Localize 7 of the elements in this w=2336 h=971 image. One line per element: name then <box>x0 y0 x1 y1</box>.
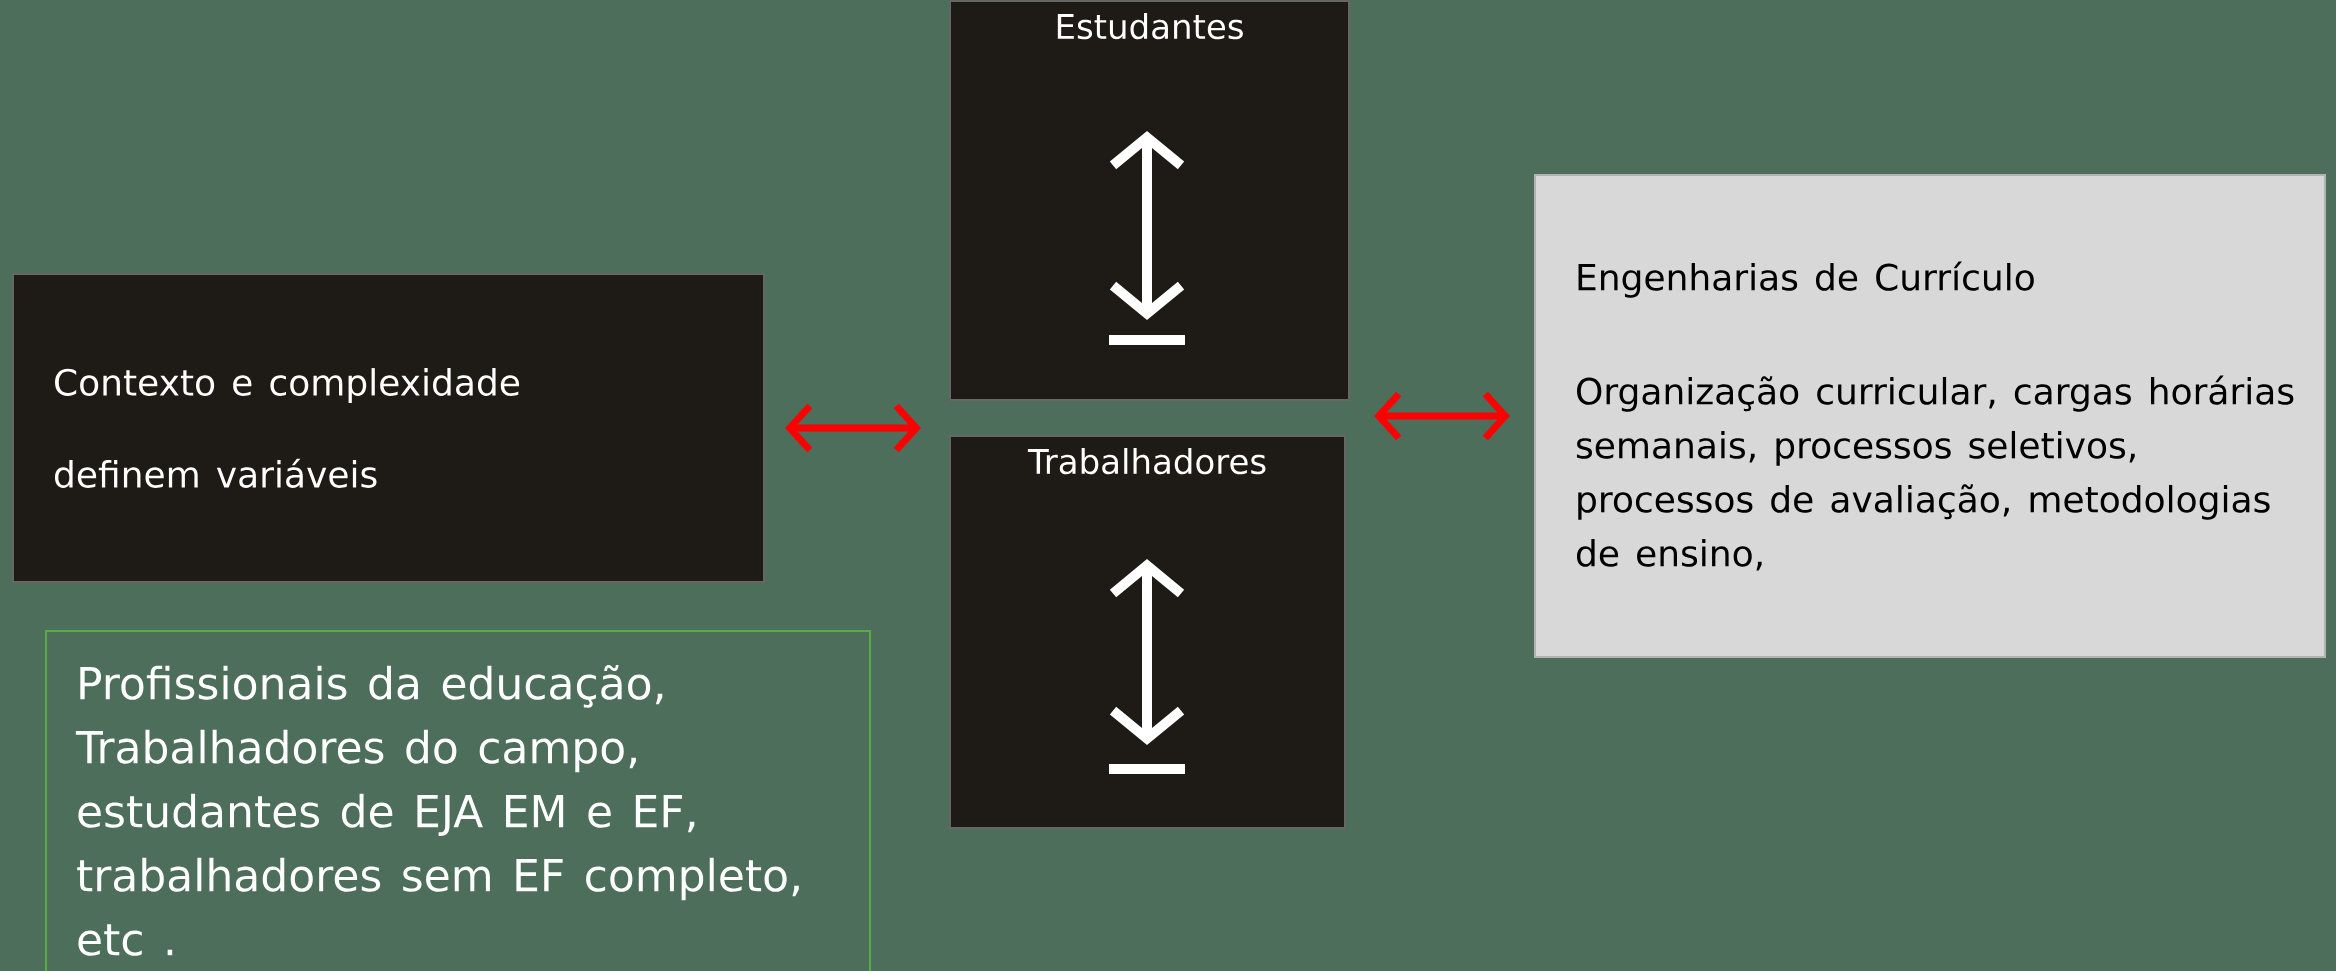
double-arrow <box>785 403 921 453</box>
group-box: Estudantes <box>949 0 1350 401</box>
note-box: Profissionais da educação, Trabalhadores do campo, estudantes de EJA EM e EF, trabalhadores sem EF completo, etc . <box>45 630 871 971</box>
double-arrow <box>1374 391 1510 441</box>
group-box: Trabalhadores <box>949 435 1346 829</box>
process-box: Contexto e complexidade definem variáveis <box>12 273 765 583</box>
description-box: Engenharias de Currículo Organização curricular, cargas horárias semanais, processos seletivos, processos de avaliação, metodologias de ensino, <box>1534 174 2326 658</box>
